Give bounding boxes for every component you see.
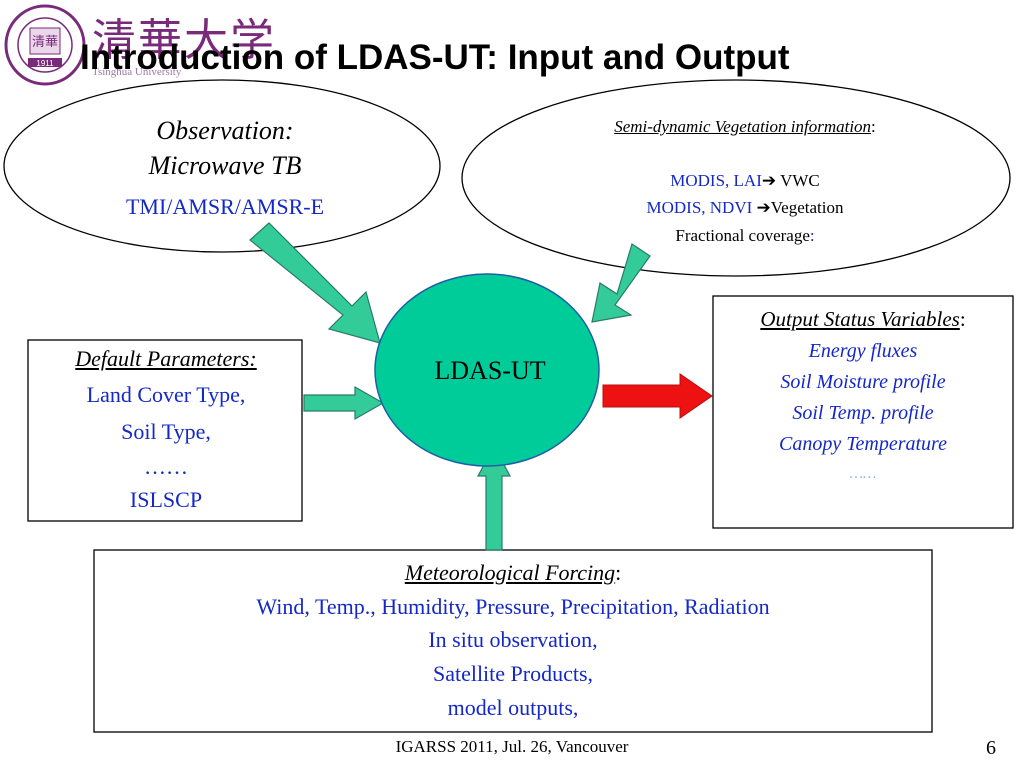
vegetation-line-ndvi: MODIS, NDVI ➔Vegetation xyxy=(520,198,970,218)
observation-title-line2: Microwave TB xyxy=(148,150,302,180)
meteorological-title-text: Meteorological Forcing xyxy=(404,560,616,585)
arrow-params-to-ldas xyxy=(303,385,385,421)
default-params-title: Default Parameters: xyxy=(30,346,302,372)
right-arrow-icon: ➔ xyxy=(756,198,771,217)
vegetation-line-coverage: Fractional coverage: xyxy=(520,226,970,246)
output-item: Soil Temp. profile xyxy=(792,402,934,424)
vegetation-title-text: Semi-dynamic Vegetation information xyxy=(614,117,872,136)
vegetation-title-suffix: : xyxy=(871,117,876,136)
vegetation-title: Semi-dynamic Vegetation information: xyxy=(520,117,970,137)
default-params-item: Land Cover Type, xyxy=(86,382,246,407)
meteorological-item: Wind, Temp., Humidity, Pressure, Precipi… xyxy=(256,594,770,619)
meteorological-item: Satellite Products, xyxy=(432,661,594,686)
output-item: Canopy Temperature xyxy=(779,433,947,455)
right-arrow-icon: ➔ xyxy=(761,171,777,190)
observation-sources: TMI/AMSR/AMSR-E xyxy=(125,194,325,219)
output-item: Soil Moisture profile xyxy=(780,371,946,393)
meteorological-title: Meteorological Forcing: xyxy=(96,560,930,586)
observation-title-line1: Observation: xyxy=(156,116,294,145)
output-title-text: Output Status Variables xyxy=(760,307,960,331)
default-params-title-text: Default Parameters: xyxy=(75,346,257,371)
output-item: Energy fluxes xyxy=(808,340,918,362)
arrow-ldas-to-output xyxy=(602,373,713,419)
default-params-item: …… xyxy=(144,454,188,479)
vegetation-lai-source: MODIS, LAI xyxy=(670,171,762,190)
output-item: …… xyxy=(849,466,877,482)
output-title: Output Status Variables: xyxy=(716,307,1010,332)
svg-text:清華: 清華 xyxy=(32,35,58,50)
footer-text: IGARSS 2011, Jul. 26, Vancouver xyxy=(395,737,629,756)
slide-title: Introduction of LDAS-UT: Input and Outpu… xyxy=(80,38,790,77)
vegetation-line-lai: MODIS, LAI➔ VWC xyxy=(520,171,970,191)
observation-title: Observation: Microwave TB xyxy=(40,116,410,181)
arrow-forcing-to-ldas xyxy=(477,444,511,551)
meteorological-title-suffix: : xyxy=(615,560,622,585)
default-params-item: Soil Type, xyxy=(121,419,211,444)
logo-english-text: Tsinghua University xyxy=(92,66,182,78)
meteorological-item: model outputs, xyxy=(447,695,579,720)
logo-chinese-text: 清華大学 xyxy=(92,15,276,66)
tsinghua-logo: 清華 1911 xyxy=(4,4,86,86)
vegetation-ndvi-source: MODIS, NDVI xyxy=(646,198,757,217)
default-params-item: ISLSCP xyxy=(129,487,203,512)
output-title-suffix: : xyxy=(959,307,966,331)
vegetation-lai-target: VWC xyxy=(776,171,820,190)
arrow-vegetation-to-ldas xyxy=(591,243,651,323)
vegetation-coverage-text: Fractional coverage xyxy=(675,226,810,245)
page-number: 6 xyxy=(986,737,996,759)
ldas-ut-label: LDAS-UT xyxy=(434,356,546,385)
meteorological-item: In situ observation, xyxy=(428,627,598,652)
vegetation-ndvi-target: Vegetation xyxy=(770,198,844,217)
arrow-observation-to-ldas xyxy=(249,222,381,344)
vegetation-coverage-suffix: : xyxy=(809,226,815,245)
logo-year: 1911 xyxy=(36,59,54,68)
